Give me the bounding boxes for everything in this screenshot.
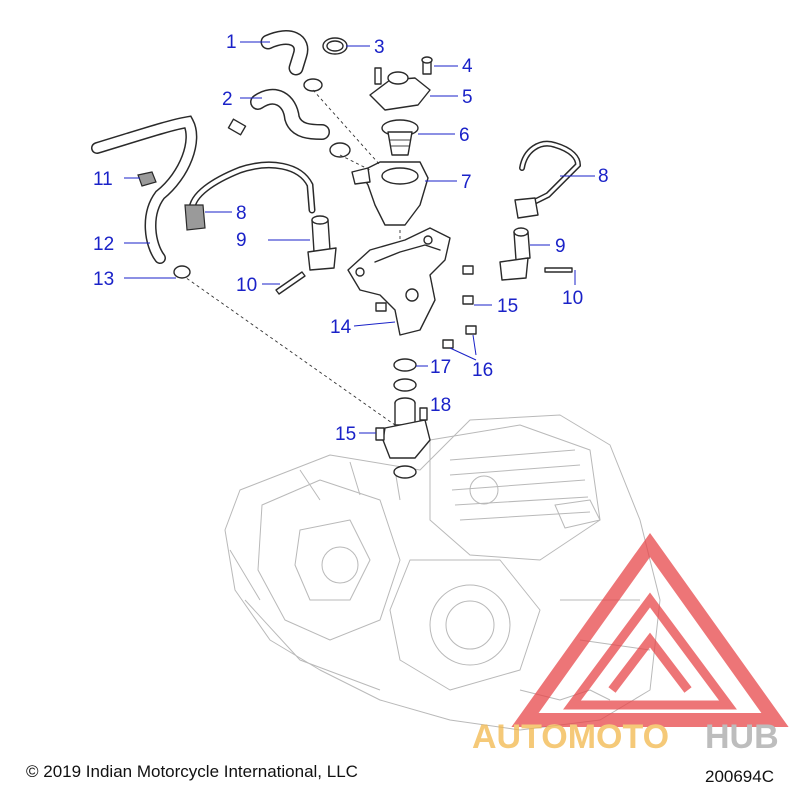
part-7-thermostat-housing [351,161,429,226]
part-1-hose [260,30,309,76]
part-11-sensor [137,171,157,187]
bracket-bolts [375,265,477,349]
part-10-bolt-right [544,267,573,273]
callout-7: 7 [461,172,472,193]
callout-10-right: 10 [562,288,583,309]
watermark-text-1: AUTOMOTO [472,718,669,756]
part-18-fitting [382,397,431,459]
callout-13: 13 [93,269,114,290]
hose-clamp-upper [303,78,323,92]
part-6-thermostat [381,119,419,156]
part-2-hose [227,88,330,140]
callout-17: 17 [430,357,451,378]
part-12-hose [91,115,198,264]
callout-9-left: 9 [236,230,247,251]
part-14-bracket [347,227,451,336]
callout-4: 4 [462,56,473,77]
callout-8-left: 8 [236,203,247,224]
part-15-bolt-lower [375,427,385,441]
callout-15-upper: 15 [497,296,518,317]
callout-8-right: 8 [598,166,609,187]
callout-16: 16 [472,360,493,381]
callout-numbers: 1 2 3 4 5 6 7 8 8 9 9 10 10 11 12 13 14 … [93,32,609,445]
oring-bottom [393,465,417,479]
part-13-clamp [173,265,191,279]
watermark-text-2: HUB [705,718,779,756]
engine-block-drawing [224,414,661,731]
callout-5: 5 [462,87,473,108]
callout-leaders [124,41,595,434]
callout-6: 6 [459,125,470,146]
copyright-notice: © 2019 Indian Motorcycle International, … [26,762,358,781]
part-3-clamp [322,37,348,55]
part-9-fitting-right [499,227,531,281]
automotohub-watermark: AUTOMOTO HUB [472,532,789,756]
callout-14: 14 [330,317,352,338]
callout-15-lower: 15 [335,424,356,445]
callout-10-left: 10 [236,275,257,296]
callout-18: 18 [430,395,451,416]
callout-9-right: 9 [555,236,566,257]
callout-2: 2 [222,89,233,110]
part-10-bolt-left [275,271,306,295]
callout-11: 11 [93,169,113,190]
diagram-id: 200694C [704,767,774,786]
part-17-oring [393,358,417,392]
callout-12: 12 [93,234,114,255]
part-8-pipe-right [514,140,582,219]
part-9-fitting-left [307,215,337,271]
callout-3: 3 [374,37,385,58]
callout-1: 1 [226,32,237,53]
part-5-thermostat-cover [369,67,431,111]
part-8-pipe-left [184,161,316,231]
hose-clamp-lower [329,142,351,158]
part-4-bolt [421,56,433,75]
